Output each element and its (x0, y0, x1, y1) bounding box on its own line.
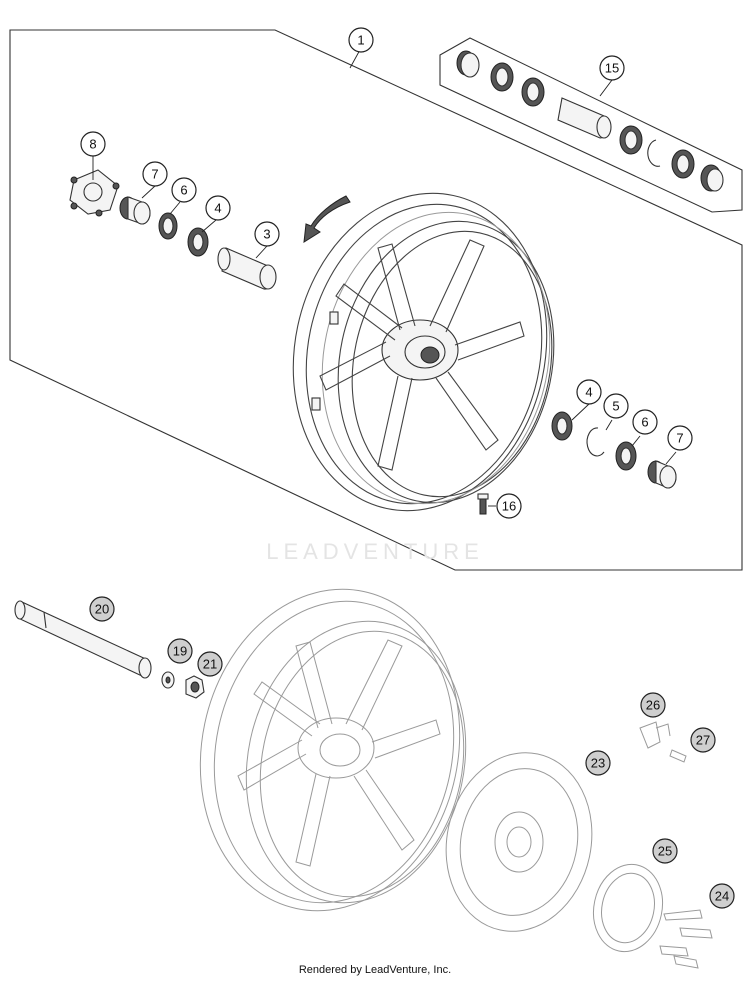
svg-text:19: 19 (173, 644, 187, 659)
abs-sensor-26 (639, 721, 671, 749)
svg-text:16: 16 (502, 499, 516, 514)
svg-text:4: 4 (214, 201, 221, 216)
spacer-7-right (647, 460, 677, 489)
callout-23: 23 (585, 750, 611, 776)
bolts-24 (659, 909, 713, 969)
svg-text:7: 7 (151, 167, 158, 182)
valve-16 (477, 493, 489, 515)
leader-lines (92, 47, 677, 507)
abs-ring-25 (593, 863, 663, 953)
callout-3: 3 (254, 221, 280, 247)
callout-4-left: 4 (205, 195, 231, 221)
callout-8: 8 (80, 131, 106, 157)
svg-text:21: 21 (203, 657, 217, 672)
svg-text:7: 7 (676, 431, 683, 446)
callout-19: 19 (167, 638, 193, 664)
sleeve-3 (217, 247, 277, 290)
rotation-arrow-icon (303, 195, 351, 243)
front-wheel-upper (292, 192, 555, 512)
bearing-4-left (187, 227, 209, 257)
bearing-4-right (551, 411, 573, 441)
axle-20 (14, 600, 152, 679)
svg-text:24: 24 (715, 889, 729, 904)
svg-text:3: 3 (263, 227, 270, 242)
spacer-flange-8 (69, 169, 120, 217)
svg-text:20: 20 (95, 602, 109, 617)
callout-20: 20 (89, 596, 115, 622)
seal-6-left (158, 212, 178, 240)
kit-frame-15 (439, 37, 743, 213)
footer-credit: Rendered by LeadVenture, Inc. (298, 964, 452, 976)
svg-text:4: 4 (585, 385, 592, 400)
callout-5: 5 (603, 393, 629, 419)
watermark-text: LEADVENTURE (266, 539, 484, 564)
seal-6-right (615, 441, 637, 471)
brake-disc-23 (445, 752, 593, 932)
svg-text:6: 6 (180, 183, 187, 198)
callout-26: 26 (640, 692, 666, 718)
circlip-5 (586, 427, 605, 457)
svg-text:8: 8 (89, 137, 96, 152)
bolt-27 (669, 749, 687, 763)
callout-4-right: 4 (576, 379, 602, 405)
svg-text:23: 23 (591, 756, 605, 771)
callout-21: 21 (197, 651, 223, 677)
svg-text:1: 1 (357, 33, 364, 48)
callout-7-right: 7 (667, 425, 693, 451)
svg-text:5: 5 (612, 399, 619, 414)
svg-text:6: 6 (641, 415, 648, 430)
spacer-7-left (119, 196, 151, 225)
callout-6-right: 6 (632, 409, 658, 435)
callout-1: 1 (348, 27, 374, 53)
svg-text:26: 26 (646, 698, 660, 713)
washer-19 (161, 671, 175, 689)
callout-6-left: 6 (171, 177, 197, 203)
nut-21 (185, 675, 205, 699)
callout-24: 24 (709, 883, 735, 909)
front-wheel-lower (199, 588, 467, 912)
callout-27: 27 (690, 727, 716, 753)
callout-7-left: 7 (142, 161, 168, 187)
callout-25: 25 (652, 838, 678, 864)
svg-text:25: 25 (658, 844, 672, 859)
callout-16: 16 (496, 493, 522, 519)
callout-15: 15 (599, 55, 625, 81)
kit-15-parts (456, 50, 724, 192)
assembly-frame-1 (9, 29, 743, 571)
svg-text:27: 27 (696, 733, 710, 748)
svg-text:15: 15 (605, 61, 619, 76)
